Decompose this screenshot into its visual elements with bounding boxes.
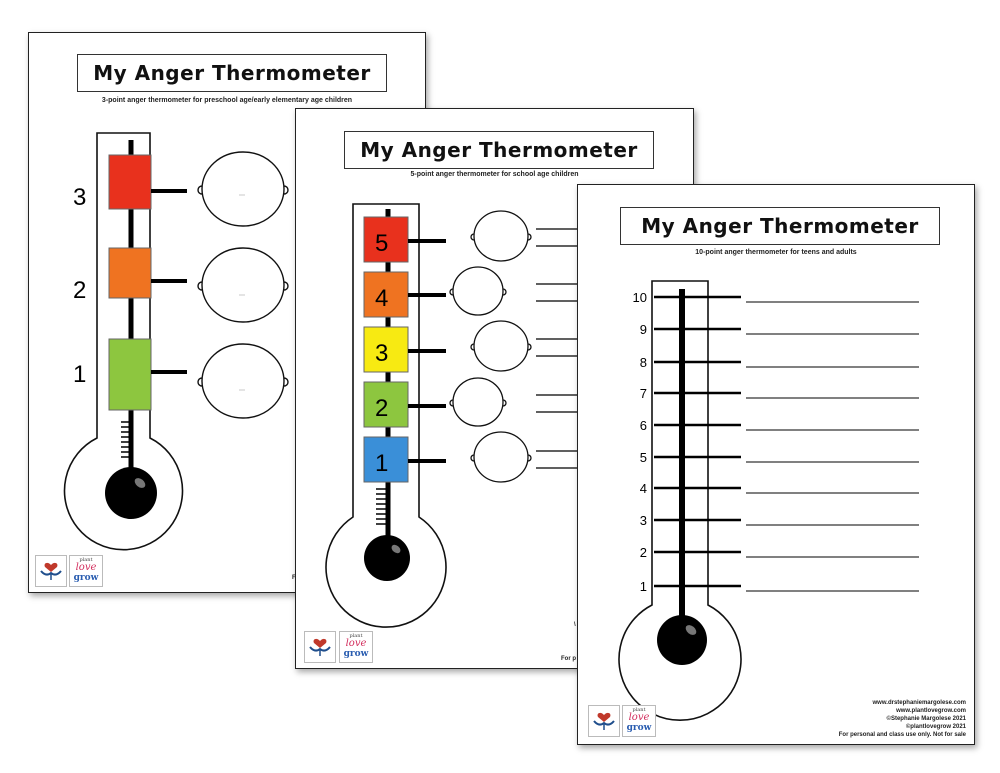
sheet3-title: My Anger Thermometer [620,207,940,245]
sheet2-face-5 [470,210,532,262]
sheet1-level-3-label: 3 [73,184,86,211]
sheet1-subtitle: 3-point anger thermometer for preschool … [101,97,353,104]
sheet3-level-labels: 10 9 8 7 6 5 4 3 2 1 [633,290,647,594]
sheet3-subtitle: 10-point anger thermometer for teens and… [695,249,857,256]
sheet3-footer-website-1: www.drstephaniemargolese.com [872,700,966,706]
sheet3-level-3-label: 3 [640,513,647,528]
sheet2-level-3-box [363,326,409,373]
sheet2-bulb [364,535,410,581]
sheet1-bulb-shine [134,478,146,488]
worksheet-10-point: My Anger Thermometer 10-point anger ther… [577,184,975,745]
sheet2-level-5-box [363,216,409,263]
sheet3-writing-lines [746,301,919,592]
sheet2-heart-logo [304,631,336,663]
sheet3-level-7-label: 7 [640,386,647,401]
sheet1-face-3 [197,151,289,227]
sheet1-face-1 [197,343,289,419]
sheet1-level-1-label: 1 [73,361,86,388]
sheet2-face-3 [470,320,532,372]
sheet3-level-9-label: 9 [640,322,647,337]
sheet2-face-4 [449,266,507,316]
sheet1-heart-logo [35,555,67,587]
sheet2-level-3-label: 3 [375,340,388,367]
sheet1-tick-marks [121,421,131,458]
sheet2-plantlovegrow-logo: plant love grow [339,631,373,663]
sheet3-plantlovegrow-logo: plant love grow [622,705,656,737]
sheet3-footer: www.drstephaniemargolese.com www.plantlo… [839,699,966,739]
heart-hands-icon [593,712,615,730]
sheet2-tick-marks [376,488,388,525]
sheet3-thermometer-graphic: 10 9 8 7 6 5 4 3 2 1 [618,280,919,721]
sheet2-face-1 [470,431,532,483]
sheet3-footer-usage: For personal and class use only. Not for… [838,732,966,738]
sheet2-level-4-label: 4 [375,285,388,312]
sheet2-edge-text-2: For p [561,656,576,662]
sheet3-heart-logo [588,705,620,737]
sheet3-footer-copyright-2: ©plantlovegrow 2021 [905,724,966,730]
sheet2-edge-text-1: \ [574,622,576,628]
heart-hands-icon [40,562,62,580]
sheet3-bulb [657,615,707,665]
sheet3-bulb-shine [685,625,697,635]
sheet1-bulb [105,467,157,519]
sheet1-thermometer-graphic: 3 2 1 [63,132,289,551]
sheet2-level-1-box [363,436,409,483]
sheet2-level-4-box [363,271,409,318]
sheet2-faces [449,210,532,483]
sheet2-face-2 [449,377,507,427]
sheet3-level-6-label: 6 [640,418,647,433]
sheet2-pointers [408,239,446,463]
sheet3-level-10-label: 10 [633,290,647,305]
sheet2-level-5-label: 5 [375,230,388,257]
sheet2-bulb-shine [391,544,401,554]
sheet3-tick-lines [654,295,741,588]
sheet1-edge-text: F [292,575,296,581]
sheet1-level-2-box [108,247,152,299]
sheet1-face-2 [197,247,289,323]
sheet3-level-5-label: 5 [640,450,647,465]
sheet1-level-2-label: 2 [73,277,86,304]
sheet3-level-4-label: 4 [640,481,647,496]
sheet1-level-1-box [108,338,152,411]
sheet2-level-2-label: 2 [375,395,388,422]
sheet2-subtitle: 5-point anger thermometer for school age… [410,171,579,178]
sheet2-title: My Anger Thermometer [344,131,654,169]
sheet3-level-2-label: 2 [640,545,647,560]
sheet1-title: My Anger Thermometer [77,54,387,92]
sheet3-footer-copyright-1: ©Stephanie Margolese 2021 [886,716,966,722]
sheet3-footer-website-2: www.plantlovegrow.com [896,708,966,714]
sheet2-thermometer-graphic: 5 4 3 2 1 [325,203,596,628]
sheet1-plantlovegrow-logo: plant love grow [69,555,103,587]
sheet3-level-8-label: 8 [640,355,647,370]
sheet1-level-3-box [108,154,152,210]
heart-hands-icon [309,638,331,656]
sheet3-level-1-label: 1 [640,579,647,594]
sheet2-level-1-label: 1 [375,450,388,477]
